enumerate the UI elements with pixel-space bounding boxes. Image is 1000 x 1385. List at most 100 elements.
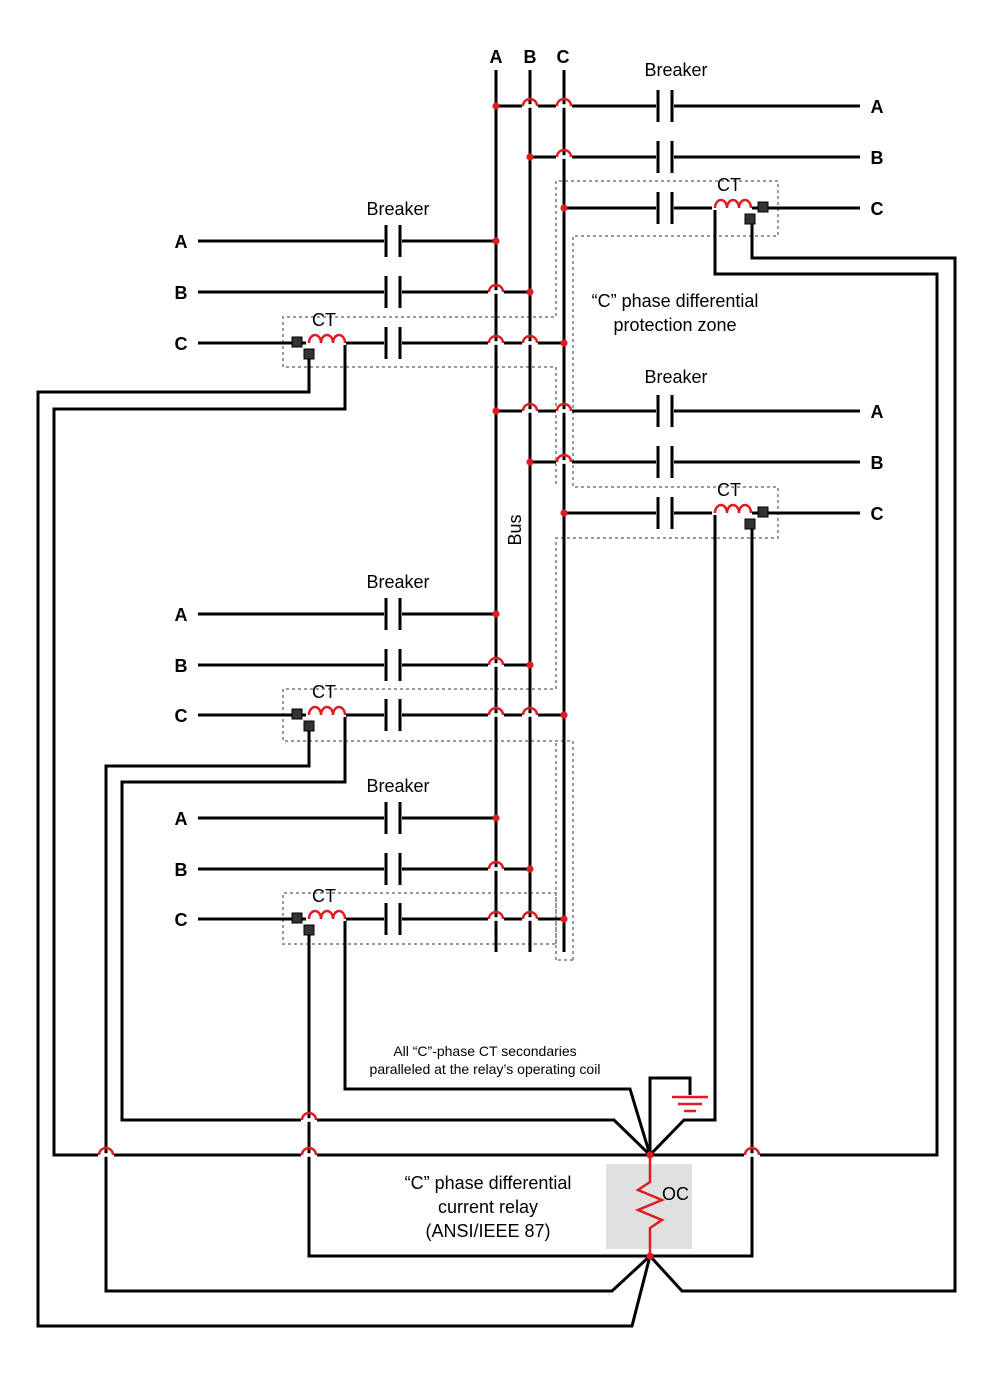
left-ct-3-terminal-secondary [303,924,315,936]
bus-phase-c-label: C [557,47,570,67]
relay-junction-bottom [646,1252,654,1260]
left-feeder-2-hop-b-over-a [487,656,505,666]
left-feeder-2-junction-c [560,711,568,719]
right-feeder-1-junction-a [492,102,500,110]
right-feeder-2-hop-a-over-c-gap [556,409,572,413]
right-feeder-2-breaker-label: Breaker [644,367,707,387]
right-feeder-2-breaker-b-gap [656,446,674,478]
relay-coil-label: OC [662,1184,689,1204]
right-ct-2-coil [713,503,753,514]
sec-hop-3 [743,1146,761,1156]
right-feeder-2-hop-a-over-c [555,402,573,412]
left-ct-3-terminal-polarity [291,912,303,924]
right-feeder-1-hop-a-over-b [521,97,539,107]
right-feeder-2-breaker-c-gap [656,497,674,529]
left-ct-3-coil [307,909,347,920]
right-feeder-2-hop-a-over-b [521,402,539,412]
zone-label-line-2: protection zone [613,315,736,335]
left-feeder-1-junction-c [560,339,568,347]
right-feeder-2-breaker-a-gap [656,395,674,427]
relay-caption-line-2: current relay [438,1197,538,1217]
left-feeder-2-breaker-label: Breaker [366,572,429,592]
left-feeder-1-breaker-label: Breaker [366,199,429,219]
left-feeder-3-breaker-c-gap [384,903,402,935]
left-feeder-1-phase-b-label: B [175,283,188,303]
left-ct-2-terminal-secondary [303,720,315,732]
left-feeder-1-phase-c-label: C [175,334,188,354]
right-feeder-1-breaker-c-gap [656,192,674,224]
left-ct-3-label: CT [312,886,336,906]
right-feeder-1-hop-a-over-b-gap [522,104,538,108]
left-feeder-1-junction-a [492,237,500,245]
left-feeder-2-hop-c-over-a-gap [488,713,504,717]
relay-junction-top [646,1151,654,1159]
left-feeder-2-hop-c-over-b [521,706,539,716]
right-feeder-2-junction-b [526,458,534,466]
right-feeder-2-junction-a [492,407,500,415]
left-feeder-2-junction-b [526,661,534,669]
left-feeder-1-junction-b [526,288,534,296]
left-feeder-3-breaker-label: Breaker [366,776,429,796]
sec-hop-2-gap [301,1153,317,1157]
left-feeder-2-phase-b-label: B [175,656,188,676]
ct-secondary-wire-2 [52,343,650,1157]
left-feeder-1-hop-c-over-b-gap [522,341,538,345]
left-feeder-1-phase-a-label: A [175,232,188,252]
zone-seg-2 [282,180,779,961]
left-ct-2-terminal-polarity [291,708,303,720]
left-feeder-3-breaker-b-gap [384,853,402,885]
left-feeder-3-phase-c-label: C [175,910,188,930]
left-feeder-1-hop-b-over-a [487,283,505,293]
right-feeder-1-phase-b-label: B [871,148,884,168]
labels: A B C Bus “C” phase differential protect… [175,47,884,1241]
right-feeder-1-breaker-b-gap [656,141,674,173]
right-feeder-1-breaker-a-gap [656,90,674,122]
ct-secondary-wire-6 [343,919,652,1156]
right-ct-1-coil [713,198,753,209]
ct-secondary-wire-3 [104,727,652,1293]
right-feeder-1-hop-a-over-c [555,97,573,107]
left-feeder-3-junction-b [526,865,534,873]
right-feeder-2-hop-b-over-c [555,453,573,463]
protection-zone-boundary [282,180,779,961]
left-feeder-3-hop-b-over-a-gap [488,867,504,871]
note-line-1: All “C”-phase CT secondaries [393,1043,576,1059]
left-feeder-2-phase-a-label: A [175,605,188,625]
right-ct-2-terminal-secondary [744,518,756,530]
left-feeder-3-hop-c-over-b-gap [522,917,538,921]
left-feeder-3-phase-b-label: B [175,860,188,880]
right-feeder-1-breaker-label: Breaker [644,60,707,80]
left-ct-2-label: CT [312,682,336,702]
bus-label: Bus [505,514,525,545]
sec-hop-3-gap [744,1153,760,1157]
left-feeder-2-hop-c-over-a [487,706,505,716]
note-line-2: paralleled at the relay’s operating coil [370,1061,601,1077]
left-feeder-1-hop-b-over-a-gap [488,290,504,294]
right-feeder-2-phase-b-label: B [871,453,884,473]
ct-secondary-wire-7 [650,208,939,1157]
left-feeder-2-junction-a [492,610,500,618]
wiring [36,70,957,1328]
ct-secondary-wire-9 [648,513,717,1157]
right-feeder-2-junction-c [560,509,568,517]
left-feeder-2-breaker-b-gap [384,649,402,681]
left-feeder-1-breaker-c-gap [384,327,402,359]
left-feeder-3-junction-c [560,915,568,923]
left-feeder-3-junction-a [492,814,500,822]
bus-phase-a-label: A [490,47,503,67]
left-feeder-2-hop-b-over-a-gap [488,663,504,667]
right-feeder-1-hop-a-over-c-gap [556,104,572,108]
left-feeder-3-hop-c-over-b [521,910,539,920]
right-ct-2-label: CT [717,480,741,500]
left-feeder-2-hop-c-over-b-gap [522,713,538,717]
left-ct-1-label: CT [312,310,336,330]
left-feeder-1-hop-c-over-a [487,334,505,344]
right-feeder-1-phase-c-label: C [871,199,884,219]
left-feeder-1-breaker-b-gap [384,276,402,308]
right-feeder-1-junction-b [526,153,534,161]
left-ct-1-terminal-polarity [291,336,303,348]
left-ct-1-terminal-secondary [303,348,315,360]
right-feeder-1-hop-b-over-c [555,148,573,158]
right-feeder-2-phase-c-label: C [871,504,884,524]
